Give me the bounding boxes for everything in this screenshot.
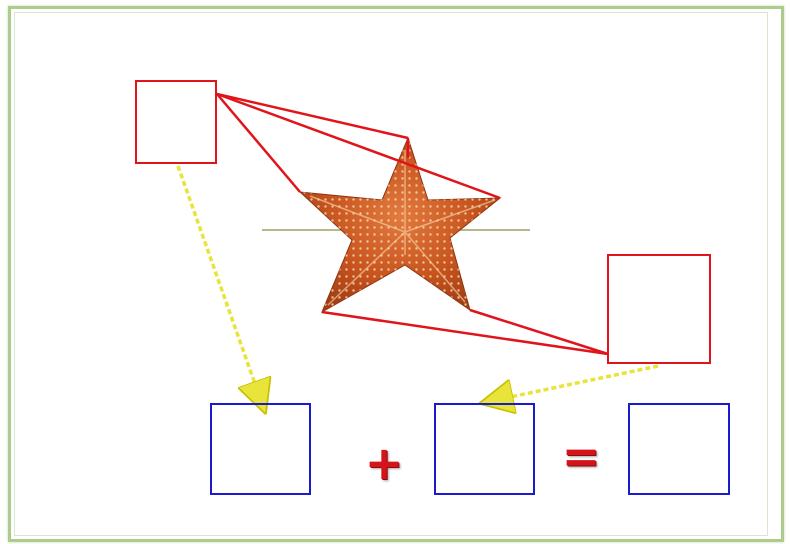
projection-lines-right bbox=[321, 308, 609, 356]
red-box-right bbox=[607, 254, 711, 364]
arrow-to-second-blue-box bbox=[496, 364, 659, 400]
diagram-inner-frame bbox=[14, 12, 768, 536]
equals-sign: = bbox=[561, 429, 601, 483]
arrow-to-first-blue-box bbox=[176, 165, 260, 398]
red-box-top-left bbox=[135, 80, 217, 164]
diagram-frame bbox=[8, 6, 784, 542]
blue-box-result bbox=[628, 403, 730, 495]
projection-lines-top bbox=[216, 92, 501, 200]
blue-box-first bbox=[210, 403, 311, 495]
blue-box-second bbox=[434, 403, 535, 495]
plus-sign: + bbox=[364, 436, 404, 490]
starfish-icon bbox=[298, 136, 502, 314]
